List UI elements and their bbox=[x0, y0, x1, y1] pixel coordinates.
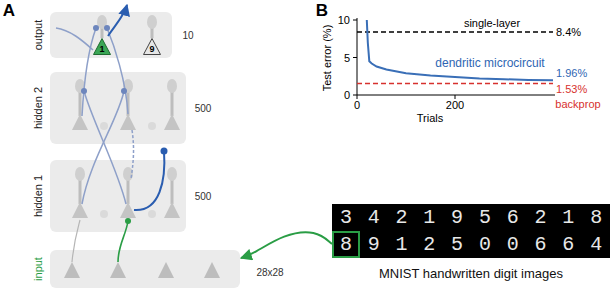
output-neuron: 9 bbox=[143, 38, 161, 55]
neuron-label: 9 bbox=[149, 45, 154, 54]
layer-panel-fill bbox=[50, 250, 240, 288]
error-line bbox=[134, 151, 164, 210]
axis-title: Trials bbox=[417, 112, 443, 124]
dendrite-tuft bbox=[167, 167, 177, 181]
layer-panel: output1019 bbox=[50, 12, 172, 58]
series-label: single-layer bbox=[464, 17, 520, 29]
dendrite bbox=[171, 180, 174, 204]
input-neuron bbox=[158, 262, 174, 278]
unit-count: 28x28 bbox=[256, 267, 283, 278]
synapse-line bbox=[82, 91, 124, 204]
synapse-dot bbox=[81, 88, 87, 94]
pyramidal-neuron bbox=[164, 114, 180, 130]
panel-letter: B bbox=[316, 2, 328, 21]
value-label: 1.53% bbox=[556, 83, 587, 95]
output-arrow bbox=[108, 5, 127, 36]
axis-tick: 200 bbox=[446, 99, 464, 111]
dendrite bbox=[151, 28, 154, 38]
unit-count: 500 bbox=[195, 191, 212, 202]
chart-axis bbox=[357, 18, 555, 95]
layer-panel-fill bbox=[50, 12, 172, 58]
axis-tick: 5 bbox=[344, 51, 350, 63]
layer-label: input bbox=[32, 257, 44, 281]
layer-panel: hidden 1500 bbox=[50, 160, 186, 232]
input-neuron bbox=[64, 262, 80, 278]
backprop-line bbox=[357, 83, 553, 84]
panel-letter: A bbox=[3, 2, 15, 21]
series-label: dendritic microcircuit bbox=[435, 57, 544, 70]
axis-tick: 10 bbox=[338, 14, 350, 26]
neuron-soma-shape bbox=[94, 39, 111, 55]
layer-panel: hidden 2500 bbox=[50, 72, 186, 144]
digit-image-strip: 3 4 2 1 9 5 6 2 1 88 9 1 2 5 0 0 6 6 4MN… bbox=[332, 204, 610, 258]
teacher-line bbox=[56, 28, 93, 50]
dendrite bbox=[79, 92, 82, 116]
pyramidal-neuron bbox=[164, 202, 180, 218]
synapse-line bbox=[82, 28, 96, 116]
interneuron bbox=[148, 210, 156, 218]
feedback-line bbox=[131, 130, 134, 179]
synapse-dot bbox=[125, 218, 131, 224]
dendrite-tuft bbox=[123, 167, 133, 181]
neuron-label: 1 bbox=[99, 45, 104, 54]
pyramidal-neuron bbox=[72, 202, 88, 218]
input-line bbox=[118, 221, 128, 262]
dendrite bbox=[79, 180, 82, 204]
figure-caption: MNIST handwritten digit images bbox=[379, 267, 563, 281]
neuron-soma-shape bbox=[144, 39, 161, 55]
synapse-line bbox=[84, 91, 126, 204]
dendrite-tuft bbox=[147, 15, 157, 29]
layer-label: output bbox=[32, 20, 44, 51]
synapse-dot bbox=[93, 25, 99, 31]
synapse-dot bbox=[161, 148, 168, 155]
input-neuron bbox=[204, 262, 220, 278]
digit-row: 8 9 1 2 5 0 0 6 6 4 bbox=[332, 231, 610, 258]
axis-title: Test error (%) bbox=[321, 25, 333, 92]
interneuron bbox=[100, 210, 108, 218]
synapse-dot bbox=[121, 88, 127, 94]
unit-count: 500 bbox=[195, 103, 212, 114]
pyramidal-neuron bbox=[120, 202, 136, 218]
value-label: 1.96% bbox=[556, 67, 587, 79]
dendrite bbox=[127, 180, 130, 204]
layer-panel-fill bbox=[50, 160, 186, 232]
synapse-line bbox=[72, 220, 80, 262]
axis-tick: 0 bbox=[344, 89, 350, 101]
series-label: backprop bbox=[555, 98, 600, 110]
layer-label: hidden 1 bbox=[32, 175, 44, 217]
pyramidal-neuron bbox=[120, 114, 136, 130]
output-neuron: 1 bbox=[93, 38, 111, 55]
connector-arrow bbox=[241, 232, 332, 258]
layer-panel: input28x28 bbox=[50, 250, 240, 288]
dendrite-tuft bbox=[167, 79, 177, 93]
pyramidal-neuron bbox=[72, 114, 88, 130]
unit-count: 10 bbox=[182, 30, 193, 41]
synapse-dot bbox=[104, 25, 110, 31]
dendrite bbox=[101, 28, 104, 38]
synapse-line bbox=[107, 28, 128, 114]
axis-tick: 0 bbox=[354, 99, 360, 111]
interneuron bbox=[100, 122, 108, 130]
interneuron bbox=[148, 122, 156, 130]
dendritic-curve bbox=[367, 20, 553, 80]
dendrite-tuft bbox=[75, 167, 85, 181]
value-label: 8.4% bbox=[556, 26, 581, 38]
selected-digit-frame bbox=[332, 231, 360, 258]
dendrite bbox=[171, 92, 174, 116]
layer-label: hidden 2 bbox=[32, 87, 44, 129]
single-layer-line bbox=[357, 31, 553, 32]
input-neuron bbox=[110, 262, 126, 278]
digit-row: 3 4 2 1 9 5 6 2 1 8 bbox=[332, 204, 610, 231]
